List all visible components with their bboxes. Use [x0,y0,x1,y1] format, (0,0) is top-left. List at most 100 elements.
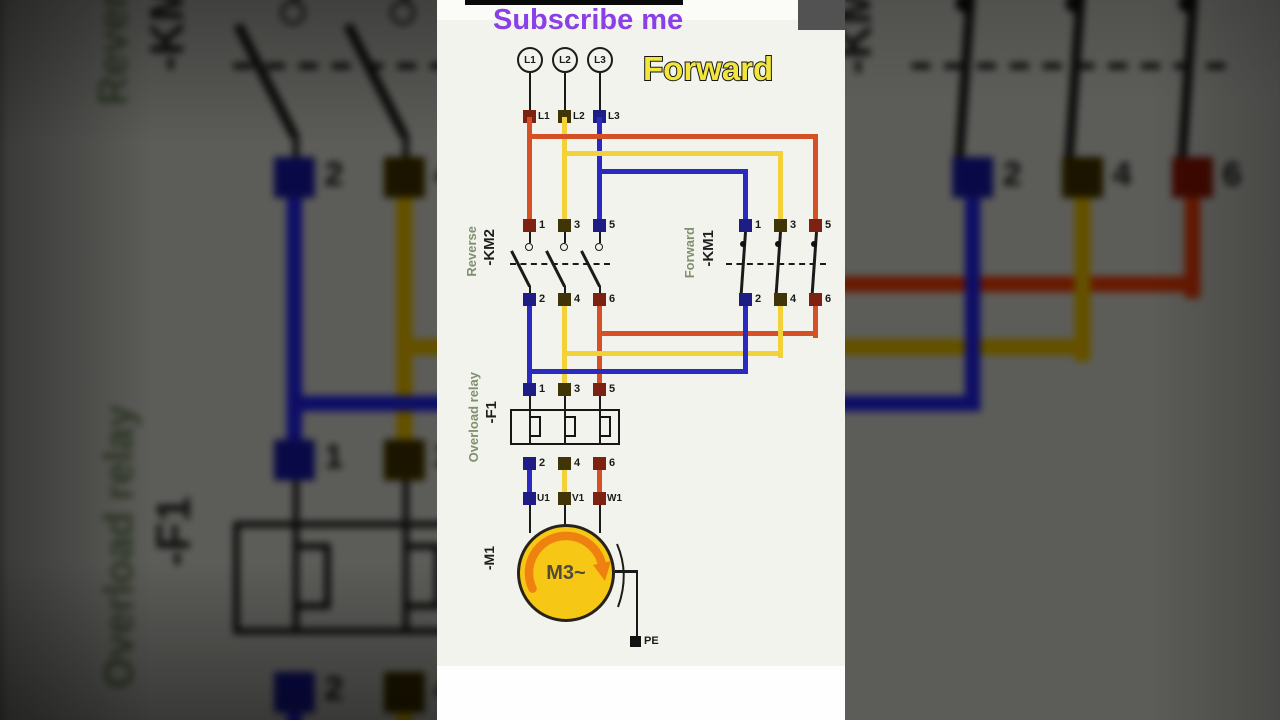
wire-blue-km1-out [743,306,748,373]
km2-contact-blade-2 [545,250,566,288]
km1-ref-label: -KM1 [700,230,717,267]
supply-terminal-l1 [523,110,536,123]
short-video-frame: Subscribe me Forward L1 L2 L3 L1 L2 L3 [437,0,845,720]
km2-ref-label: -KM2 [142,0,196,72]
overload-relay-label: Overload relay [466,372,481,463]
km2-contact-stub-2 [563,232,566,243]
km1-terminal-6-label: 6 [825,293,832,305]
wire-yellow-to-motor [396,712,413,720]
wire-blue-km2-out [527,306,532,386]
right-vignette [843,0,1280,720]
supply-lead-l2 [563,73,566,112]
wire-red-l1-down [527,117,532,222]
f1-terminal-6 [593,457,606,470]
overload-relay-ref-label: -F1 [148,496,202,567]
motor-ref-label: -M1 [481,546,497,571]
f1-inner-wire-1 [291,521,298,635]
km1-terminal-1-label: 1 [755,219,762,231]
supply-lead-l1 [528,73,531,112]
supply-terminal-l2 [558,110,571,123]
f1-stub-3 [598,396,601,409]
km2-contact-blade-1 [510,250,531,288]
wire-yellow-km1-out [1074,197,1091,362]
supply-circle-l1: L1 [517,47,543,73]
wire-red-branch-horizontal [527,134,818,139]
motor-terminal-v1-label: V1 [572,493,585,504]
km2-terminal-2 [523,293,536,306]
f1-terminal-4 [383,671,425,713]
km1-terminal-4-label: 4 [790,293,797,305]
km2-terminal-1 [523,219,536,232]
km2-contact-stub-1 [528,232,531,243]
wire-blue-join-horizontal [527,369,748,374]
supply-circle-l2-label: L2 [559,54,571,66]
km2-terminal-3 [558,219,571,232]
motor-lead-2 [563,505,566,525]
km1-terminal-6 [809,293,822,306]
f1-stub-2 [563,396,566,409]
f1-terminal-3-label: 3 [574,383,581,395]
f1-inner-wire-3 [598,409,601,445]
km1-terminal-6-label: 6 [1222,157,1242,195]
wire-red-to-motor [597,470,602,495]
f1-element-symbol-1 [294,543,329,610]
f1-terminal-2-label: 2 [324,671,344,710]
motor-terminal-u1-label: U1 [537,493,550,504]
km2-contact-hook-2 [560,243,568,251]
km2-terminal-6-label: 6 [609,293,616,305]
overload-relay-label: Overload relay [95,405,143,689]
f1-element-symbol-3 [599,416,611,437]
km1-terminal-3 [774,219,787,232]
km2-terminal-2 [274,157,315,198]
km1-terminal-1 [739,219,752,232]
km2-role-label: Reverse [88,0,136,106]
f1-terminal-3 [383,439,425,481]
wire-red-km1-out [813,306,818,338]
wire-red-join-horizontal [597,331,818,336]
km2-terminal-4 [558,293,571,306]
pe-terminal-label: PE [644,635,659,647]
supply-circle-l3-label: L3 [594,54,606,66]
supply-circle-l2: L2 [552,47,578,73]
km1-contact-line-2 [1064,0,1086,160]
km1-linkage-dashed-line [911,62,1226,70]
overload-relay-ref-label: -F1 [483,401,500,424]
f1-terminal-5-label: 5 [609,383,616,395]
wire-blue-km1-out [964,197,981,409]
km2-terminal-5-label: 5 [609,219,616,231]
km2-blade-stub-3 [598,286,601,295]
wire-yellow-branch-down [778,151,783,222]
motor-terminal-w1 [593,492,606,505]
km1-contact-line-3 [1175,0,1198,160]
km1-terminal-2-label: 2 [755,293,762,305]
km2-terminal-4-label: 4 [574,293,581,305]
km2-blade-stub-1 [528,286,531,295]
supply-lead-l3 [598,73,601,112]
wire-blue-to-motor [286,712,303,720]
f1-terminal-6-label: 6 [609,457,616,469]
f1-inner-wire-1 [528,409,531,445]
km1-terminal-2 [952,157,994,198]
f1-inner-wire-2 [401,521,408,635]
motor-designation: M3~ [546,561,586,584]
supply-terminal-l3-label: L3 [608,111,620,122]
km1-terminal-6 [1172,157,1213,198]
f1-stub-1 [528,396,531,409]
wire-red-km1-out [1184,197,1201,299]
km2-ref-label: -KM2 [481,229,498,266]
f1-terminal-1-label: 1 [539,383,546,395]
km1-linkage-dashed-line [726,263,826,265]
km2-contact-stub-3 [598,232,601,243]
supply-terminal-l1-label: L1 [538,111,550,122]
wire-yellow-join-horizontal [562,351,783,356]
km1-terminal-3-label: 3 [790,219,797,231]
km2-contact-blade-3 [580,250,601,288]
subscribe-overlay-text: Subscribe me [493,4,684,36]
left-vignette [0,0,437,720]
wire-yellow-l2-down [562,117,567,222]
supply-terminal-l2-label: L2 [573,111,585,122]
km2-terminal-2-label: 2 [324,157,344,195]
f1-terminal-4 [558,457,571,470]
km2-linkage-dashed-line [510,263,610,265]
